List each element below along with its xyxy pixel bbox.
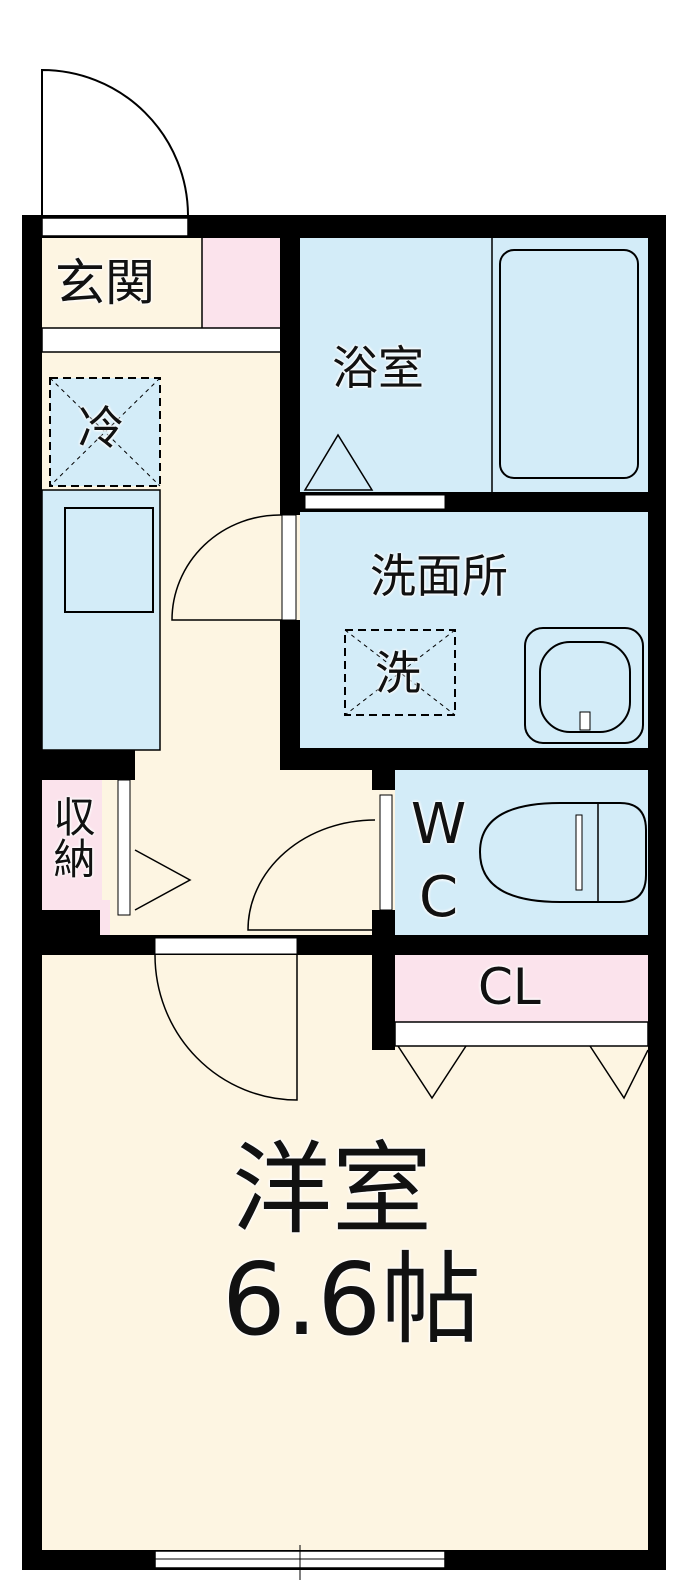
toilet-door-opening xyxy=(379,794,393,911)
entrance-step xyxy=(202,238,282,328)
entrance-door xyxy=(41,68,189,216)
sink xyxy=(524,627,644,744)
closet-door-left xyxy=(397,1045,467,1100)
washroom-door-opening xyxy=(281,514,297,621)
room-door xyxy=(154,954,298,1101)
room-label: 洋室 xyxy=(232,1131,432,1248)
washer-label: 洗 xyxy=(375,646,421,700)
toilet-door xyxy=(247,819,376,931)
washroom-door xyxy=(171,514,283,621)
storage-floor xyxy=(42,780,102,930)
toilet-label: WC xyxy=(406,792,471,938)
bathtub xyxy=(499,249,639,479)
storage-door xyxy=(134,849,192,911)
storage-door-opening xyxy=(117,779,131,916)
kitchen-counter xyxy=(41,489,161,751)
room-door-opening xyxy=(154,937,298,955)
closet-rail xyxy=(394,1021,649,1047)
closet-floor xyxy=(395,955,648,1023)
entrance-label: 玄関 xyxy=(55,254,155,312)
entrance-door-opening xyxy=(41,217,189,237)
fridge-label: 冷 xyxy=(78,401,124,455)
closet-label: CL xyxy=(478,958,541,1016)
bath-label: 浴室 xyxy=(332,341,424,395)
bath-folding-door xyxy=(303,433,374,491)
washer-space xyxy=(344,629,456,716)
entrance-sill xyxy=(41,327,283,353)
washroom-label: 洗面所 xyxy=(370,549,508,603)
bath-door-opening xyxy=(304,494,446,510)
toilet xyxy=(478,802,647,903)
storage-label: 収納 xyxy=(47,795,96,879)
closet-door-right xyxy=(589,1045,649,1100)
room-size-label: 6.6帖 xyxy=(222,1241,482,1358)
